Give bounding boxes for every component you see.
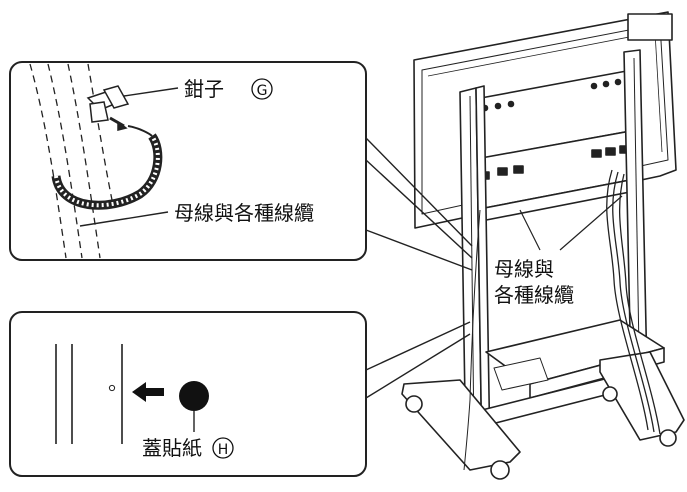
- zip-tie: [51, 125, 163, 210]
- cover-sticker-label: 蓋貼紙: [142, 436, 202, 460]
- screw-hole: [108, 384, 116, 392]
- cables-label-callout: 母線與各種線纜: [174, 201, 314, 225]
- cover-sticker-icon: [179, 381, 209, 411]
- arrow-left-icon: [132, 382, 164, 402]
- cover-sticker-mark-badge: H: [212, 437, 234, 459]
- clamp-label: 鉗子: [184, 77, 224, 101]
- svg-text:H: H: [218, 442, 229, 458]
- clamp-mark-badge: G: [251, 78, 273, 100]
- stand-base: [401, 351, 685, 480]
- svg-text:G: G: [257, 83, 268, 99]
- callout-cover-sticker: [9, 311, 471, 477]
- cables-label-stand-line1: 母線與: [494, 257, 554, 281]
- callout-clamp: [9, 61, 473, 271]
- display-stand: [401, 11, 685, 480]
- cables-label-stand-line2: 各種線纜: [494, 283, 574, 307]
- stand-cables: [463, 169, 661, 471]
- clamp-icon: [86, 85, 130, 131]
